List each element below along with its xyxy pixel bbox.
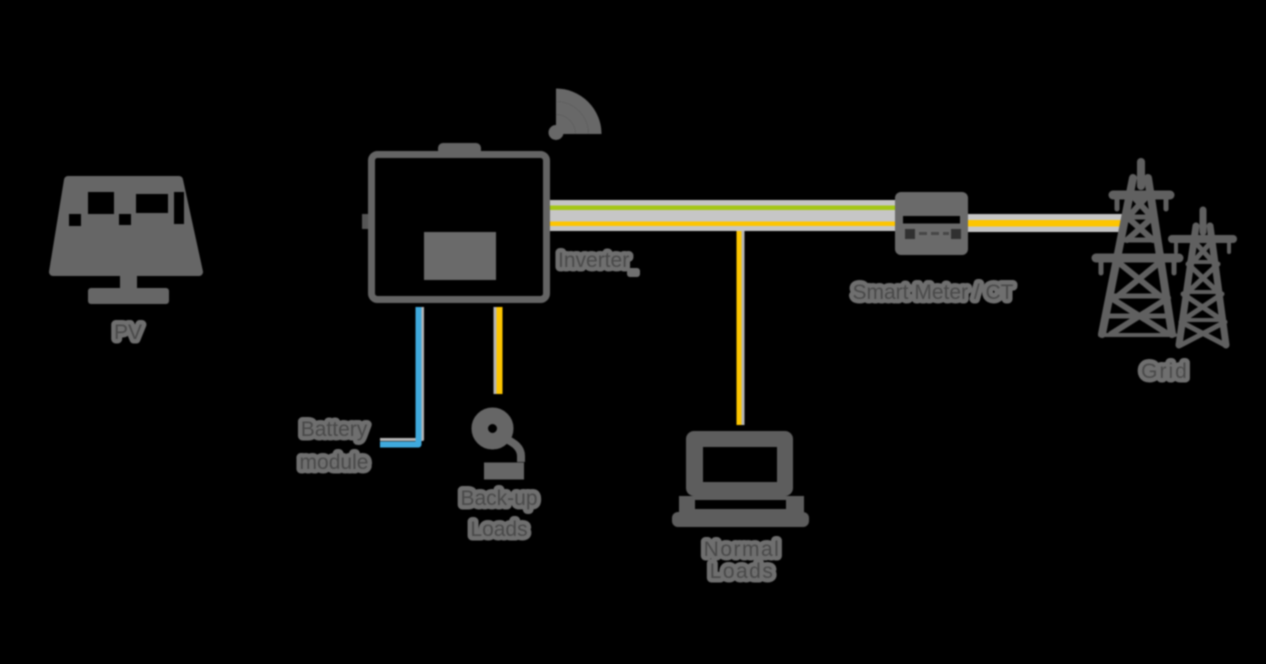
- svg-text:Battery: Battery: [301, 418, 368, 441]
- svg-text:Inverter: Inverter: [558, 249, 629, 272]
- svg-text:Back-up: Back-up: [460, 487, 537, 510]
- svg-text:Loads: Loads: [710, 560, 775, 583]
- svg-text:PV: PV: [114, 321, 142, 344]
- svg-text:Normal: Normal: [704, 538, 781, 561]
- svg-text:module: module: [300, 451, 369, 474]
- svg-text:Smart Meter / CT: Smart Meter / CT: [852, 281, 1013, 304]
- svg-text:Grid: Grid: [1141, 360, 1189, 383]
- svg-text:Loads: Loads: [470, 518, 527, 541]
